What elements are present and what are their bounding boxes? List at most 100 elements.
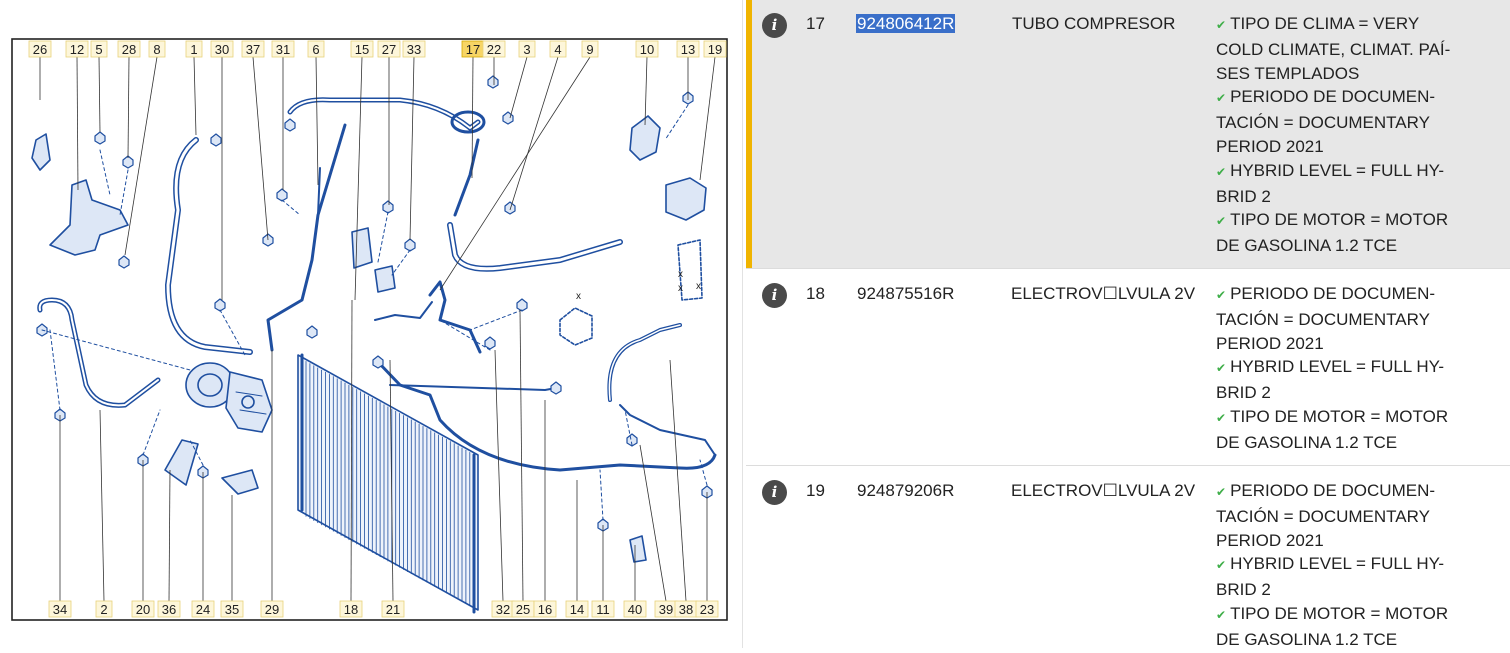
callout-number: 33 — [407, 42, 421, 57]
callout-label[interactable]: 22 — [482, 40, 506, 58]
info-icon[interactable]: i — [762, 480, 787, 505]
callout-label[interactable]: 35 — [220, 600, 244, 618]
callout-label[interactable]: 12 — [65, 40, 89, 58]
attribute-line: ✔HYBRID LEVEL = FULL HY- — [1216, 355, 1496, 381]
callout-label[interactable]: 20 — [131, 600, 155, 618]
axis-letter: x — [576, 291, 581, 302]
attribute-line: ✔TIPO DE MOTOR = MOTOR — [1216, 405, 1496, 431]
part-number[interactable]: 924875516R — [857, 284, 955, 303]
callout-label[interactable]: 15 — [350, 40, 374, 58]
callout-label[interactable]: 13 — [676, 40, 700, 58]
leader-line — [669, 359, 687, 602]
check-icon: ✔ — [1216, 607, 1227, 622]
callout-number: 11 — [596, 602, 610, 617]
assembly-guide-line — [49, 329, 61, 411]
callout-label[interactable]: 25 — [511, 600, 535, 618]
callout-label[interactable]: 37 — [241, 40, 265, 58]
callout-number: 32 — [496, 602, 510, 617]
info-icon[interactable]: i — [762, 13, 787, 38]
leader-line — [494, 349, 504, 602]
attribute-text: HYBRID LEVEL = FULL HY- — [1230, 160, 1445, 180]
attribute-line: SES TEMPLADOS — [1216, 62, 1496, 86]
row-separator — [746, 268, 1510, 269]
assembly-guide-line — [99, 149, 111, 196]
attribute-text: TACIÓN = DOCUMENTARY — [1216, 506, 1430, 526]
fastener — [382, 200, 394, 214]
attribute-line: ✔HYBRID LEVEL = FULL HY- — [1216, 552, 1496, 578]
callout-label[interactable]: 38 — [674, 600, 698, 618]
leader-line — [98, 56, 101, 133]
callout-label[interactable]: 21 — [381, 600, 405, 618]
attribute-text: TIPO DE MOTOR = MOTOR — [1230, 210, 1449, 230]
callout-label[interactable]: 19 — [703, 40, 727, 58]
callout-number: 35 — [225, 602, 239, 617]
attribute-line: ✔HYBRID LEVEL = FULL HY- — [1216, 159, 1496, 185]
check-icon: ✔ — [1216, 164, 1227, 179]
callout-label[interactable]: 9 — [581, 40, 599, 58]
assembly-guide-line — [281, 199, 301, 216]
attribute-line: ✔TIPO DE MOTOR = MOTOR — [1216, 602, 1496, 628]
attribute-text: TACIÓN = DOCUMENTARY — [1216, 309, 1430, 329]
panel-divider — [742, 0, 743, 648]
callout-label[interactable]: 4 — [549, 40, 567, 58]
callout-label[interactable]: 8 — [148, 40, 166, 58]
info-icon[interactable]: i — [762, 283, 787, 308]
callout-label[interactable]: 30 — [210, 40, 234, 58]
callout-number: 2 — [100, 602, 107, 617]
callout-label[interactable]: 23 — [695, 600, 719, 618]
part-name: ELECTROV☐LVULA 2V — [1011, 284, 1196, 303]
attribute-line: COLD CLIMATE, CLIMAT. PAÍ- — [1216, 38, 1496, 62]
attribute-text: PERIODO DE DOCUMEN- — [1230, 284, 1436, 303]
clip-40 — [629, 535, 647, 563]
callout-label[interactable]: 39 — [654, 600, 678, 618]
callout-label[interactable]: 11 — [591, 600, 615, 618]
callout-label[interactable]: 26 — [28, 40, 52, 58]
callout-label[interactable]: 24 — [191, 600, 215, 618]
pipe-32 — [428, 280, 482, 354]
leader-line — [193, 56, 197, 136]
bracket-12 — [49, 179, 129, 256]
fastener-detail — [677, 239, 703, 301]
callout-label[interactable]: 17 — [461, 40, 485, 58]
fastener — [276, 188, 288, 202]
callout-label[interactable]: 31 — [271, 40, 295, 58]
callout-label[interactable]: 16 — [533, 600, 557, 618]
callout-label[interactable]: 1 — [185, 40, 203, 58]
leader-line — [644, 56, 648, 126]
part-row[interactable]: i 18 924875516R ELECTROV☐LVULA 2V ✔PERIO… — [746, 269, 1510, 465]
callout-number: 9 — [586, 42, 593, 57]
callout-label[interactable]: 29 — [260, 600, 284, 618]
part-row[interactable]: i 19 924879206R ELECTROV☐LVULA 2V ✔PERIO… — [746, 466, 1510, 649]
callout-label[interactable]: 14 — [565, 600, 589, 618]
callout-label[interactable]: 32 — [491, 600, 515, 618]
assembly-guide-line — [439, 319, 491, 351]
callout-label[interactable]: 36 — [157, 600, 181, 618]
callout-number: 20 — [136, 602, 150, 617]
callout-label[interactable]: 3 — [518, 40, 536, 58]
callout-number: 34 — [53, 602, 67, 617]
callout-label[interactable]: 34 — [48, 600, 72, 618]
attribute-line: BRID 2 — [1216, 578, 1496, 602]
callout-label[interactable]: 2 — [95, 600, 113, 618]
check-icon: ✔ — [1216, 485, 1227, 499]
attribute-text: HYBRID LEVEL = FULL HY- — [1230, 554, 1445, 574]
fastener — [214, 298, 226, 312]
callout-label[interactable]: 27 — [377, 40, 401, 58]
callout-label[interactable]: 18 — [339, 600, 363, 618]
callout-label[interactable]: 6 — [307, 40, 325, 58]
assembly-guide-line — [142, 409, 161, 456]
callout-label[interactable]: 33 — [402, 40, 426, 58]
part-number[interactable]: 924806412R — [856, 14, 956, 33]
callout-label[interactable]: 10 — [635, 40, 659, 58]
assembly-guide-line — [189, 439, 204, 466]
attribute-text: TACIÓN = DOCUMENTARY — [1216, 113, 1430, 133]
part-number[interactable]: 924879206R — [857, 481, 955, 500]
fastener — [306, 325, 318, 339]
leader-line — [519, 309, 524, 602]
part-row[interactable]: i 17 924806412R TUBO COMPRESOR ✔TIPO DE … — [746, 0, 1510, 268]
callout-label[interactable]: 5 — [90, 40, 108, 58]
callout-number: 21 — [386, 602, 400, 617]
callout-label[interactable]: 40 — [623, 600, 647, 618]
callout-label[interactable]: 28 — [117, 40, 141, 58]
pipe-6 — [266, 123, 347, 352]
